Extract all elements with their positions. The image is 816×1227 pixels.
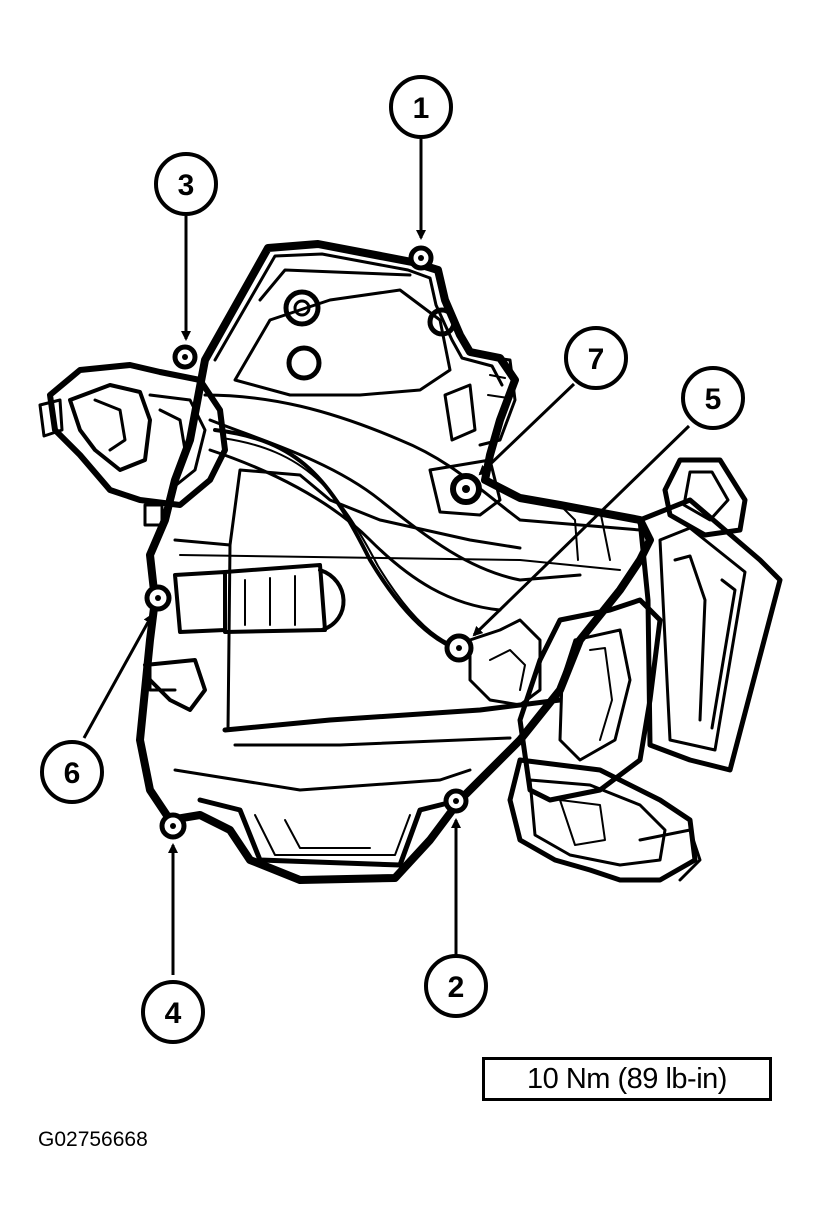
callout-4: 4: [141, 980, 205, 1044]
leader-arrow-5: [472, 424, 691, 637]
callout-1-label: 1: [413, 92, 430, 125]
callout-2: 2: [424, 954, 488, 1018]
leader-arrows: [82, 139, 691, 975]
callout-6: 6: [40, 740, 104, 804]
figure-id: G02756668: [38, 1128, 148, 1151]
torque-spec-box: 10 Nm (89 lb-in): [482, 1057, 772, 1101]
callout-7-label: 7: [588, 343, 605, 376]
callout-5-label: 5: [705, 383, 722, 416]
callout-7: 7: [564, 326, 628, 390]
manifold-body: [38, 240, 783, 884]
callout-5: 5: [681, 366, 745, 430]
bolt-markers: [144, 245, 482, 840]
callout-3-label: 3: [178, 169, 195, 202]
leader-arrow-6: [82, 613, 154, 739]
callout-2-label: 2: [448, 971, 465, 1004]
boss-rings: [283, 289, 457, 381]
callout-1: 1: [389, 75, 453, 139]
torque-spec-text: 10 Nm (89 lb-in): [527, 1062, 727, 1095]
callout-3: 3: [154, 152, 218, 216]
leader-arrow-7: [478, 382, 576, 476]
callout-6-label: 6: [64, 757, 81, 790]
callout-4-label: 4: [165, 997, 182, 1030]
